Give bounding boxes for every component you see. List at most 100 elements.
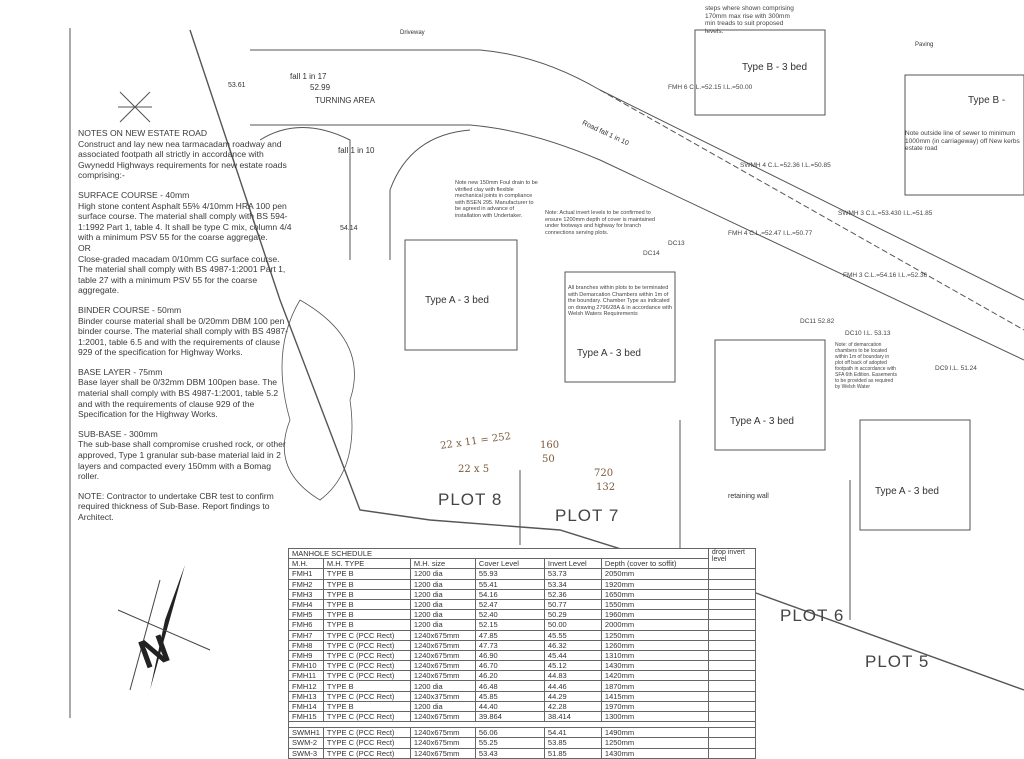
table-cell: 2000mm — [600, 619, 709, 631]
table-cell: TYPE B — [322, 568, 411, 580]
table-cell: 44.83 — [543, 670, 602, 682]
table-cell: 1415mm — [600, 690, 709, 702]
table-cell: FMH12 — [288, 680, 324, 692]
table-cell — [707, 690, 756, 702]
house-outline — [404, 239, 518, 351]
table-cell: TYPE C (PCC Rect) — [322, 639, 411, 651]
house-label: Type A - 3 bed — [730, 416, 794, 427]
table-cell: 47.85 — [474, 629, 545, 641]
table-cell: FMH1 — [288, 568, 324, 580]
level-label: 52.99 — [310, 83, 331, 92]
table-cell: 53.34 — [543, 578, 602, 590]
branches-note: All branches within plots to be terminat… — [568, 285, 672, 317]
table-cell: 1240x675mm — [409, 727, 476, 739]
level-label: 54.14 — [340, 225, 358, 232]
kerb-line — [259, 127, 351, 260]
table-cell: 46.70 — [474, 660, 545, 672]
table-cell: 42.28 — [543, 700, 602, 713]
table-cell: 50.77 — [543, 598, 602, 611]
table-cell: TYPE C (PCC Rect) — [322, 710, 411, 723]
col-header: M.H. — [288, 558, 324, 570]
table-cell: 1240x375mm — [409, 690, 476, 702]
chamber-label: DC10 I.L. 53.13 — [845, 330, 891, 337]
road-edge — [250, 49, 1024, 301]
table-cell: 45.12 — [543, 660, 602, 672]
fall-label: fall 1 in 17 — [290, 72, 327, 81]
table-cell: 45.85 — [474, 690, 545, 702]
table-cell: 2050mm — [600, 568, 709, 580]
kerb-line — [389, 129, 471, 260]
binder-heading: BINDER COURSE - 50mm — [78, 304, 182, 315]
table-cell: 1240x675mm — [409, 639, 476, 651]
table-cell: TYPE C (PCC Rect) — [322, 747, 411, 759]
schedule-title: MANHOLE SCHEDULE — [288, 547, 709, 560]
table-cell: 51.85 — [543, 747, 602, 759]
chamber-label: DC14 — [643, 250, 660, 257]
table-cell: 44.46 — [543, 680, 602, 692]
table-cell: 1430mm — [600, 660, 709, 672]
manhole-label: FMH 4 C.L.=52.47 I.L.=50.77 — [728, 230, 813, 237]
table-cell — [707, 747, 756, 759]
table-cell: 46.32 — [543, 639, 602, 651]
col-header: drop invert level — [707, 547, 756, 570]
table-cell: 1200 dia — [409, 609, 476, 621]
table-cell: FMH6 — [288, 619, 324, 631]
table-cell — [707, 639, 756, 651]
sewer-note: Note outside line of sewer to minimum 10… — [905, 130, 1020, 152]
table-cell: FMH11 — [288, 670, 324, 682]
table-cell: 1240x675mm — [409, 737, 476, 749]
table-cell: 1310mm — [600, 649, 709, 662]
level-label: 53.61 — [228, 82, 246, 89]
house-label: Type B - — [968, 95, 1006, 106]
table-cell: TYPE B — [322, 578, 411, 590]
surface-text: High stone content Asphalt 55% 4/10mm HR… — [78, 200, 292, 243]
subbase-heading: SUB-BASE - 300mm — [78, 428, 158, 439]
table-cell: TYPE B — [322, 619, 411, 631]
foul-drain-note: Note new 150mm Foul drain to be vitrifie… — [455, 180, 538, 219]
table-cell — [707, 578, 756, 590]
table-cell: 1250mm — [600, 737, 709, 749]
table-cell: TYPE C (PCC Rect) — [322, 629, 411, 641]
plot-7-label: PLOT 7 — [555, 506, 620, 525]
table-cell: FMH13 — [288, 690, 324, 702]
table-cell: TYPE C (PCC Rect) — [322, 670, 411, 682]
table-cell: FMH8 — [288, 639, 324, 651]
handwritten-note: 160 — [540, 440, 560, 451]
house-outline — [564, 271, 676, 383]
table-cell — [707, 710, 756, 723]
table-cell: 52.36 — [543, 588, 602, 600]
table-cell: TYPE C (PCC Rect) — [322, 690, 411, 702]
house-label: Type A - 3 bed — [875, 486, 939, 497]
handwritten-note: 720 — [594, 468, 614, 479]
table-cell: 1250mm — [600, 629, 709, 641]
manhole-label: FMH 3 C.L.=54.16 I.L.=52.36 — [843, 272, 928, 279]
table-cell: 1240x675mm — [409, 710, 476, 723]
handwritten-note: 50 — [542, 454, 555, 465]
table-cell: 56.06 — [474, 727, 545, 739]
table-cell: 1200 dia — [409, 619, 476, 631]
table-cell: 1200 dia — [409, 578, 476, 590]
plot-8-label: PLOT 8 — [438, 490, 503, 509]
table-cell: 52.47 — [474, 598, 545, 611]
table-cell: 1200 dia — [409, 680, 476, 692]
table-cell: 52.40 — [474, 609, 545, 621]
table-cell: TYPE B — [322, 588, 411, 600]
table-cell — [707, 588, 756, 600]
table-cell: 44.29 — [543, 690, 602, 702]
table-cell: FMH2 — [288, 578, 324, 590]
table-cell: 1920mm — [600, 578, 709, 590]
table-cell: 54.41 — [543, 727, 602, 739]
paving-label: Paving — [915, 42, 934, 48]
table-cell: TYPE C (PCC Rect) — [322, 660, 411, 672]
fall-label: fall 1 in 10 — [338, 146, 375, 155]
table-cell: TYPE B — [322, 598, 411, 611]
